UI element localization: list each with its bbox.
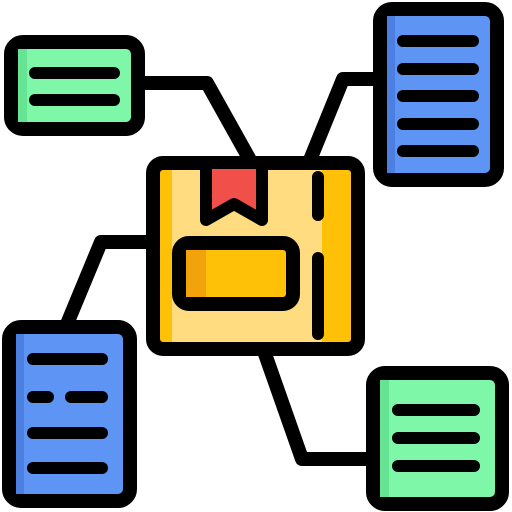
note-bottom-left-card: [2, 320, 137, 508]
note-bottom-right: [366, 366, 509, 511]
package-label-shade: [186, 250, 206, 297]
note-bottom-left-shade: [16, 334, 24, 494]
note-bottom-right-text-lines: [392, 404, 480, 472]
note-top-left-text-lines: [29, 67, 120, 106]
connector-lines: [60, 72, 388, 466]
connector-bottom-right: [257, 344, 380, 466]
note-bottom-right-shade: [380, 380, 389, 497]
bookmark-ribbon-icon: [200, 157, 268, 226]
note-bottom-left-text-lines: [27, 353, 108, 474]
connector-bottom-left: [60, 235, 158, 331]
note-top-right-text-lines: [397, 35, 479, 157]
package-box-side-shade: [322, 170, 351, 342]
note-top-right: [373, 2, 504, 187]
connector-top-left: [133, 76, 257, 167]
package-box: [146, 156, 365, 356]
note-top-left: [4, 35, 145, 136]
package-label-plate: [172, 236, 300, 311]
connector-top-right: [303, 72, 388, 167]
package-box-left-shade: [160, 170, 172, 342]
note-top-left-card: [4, 35, 145, 136]
note-bottom-left: [2, 320, 137, 508]
note-top-right-shade: [387, 16, 395, 173]
note-top-left-shade: [18, 49, 27, 122]
